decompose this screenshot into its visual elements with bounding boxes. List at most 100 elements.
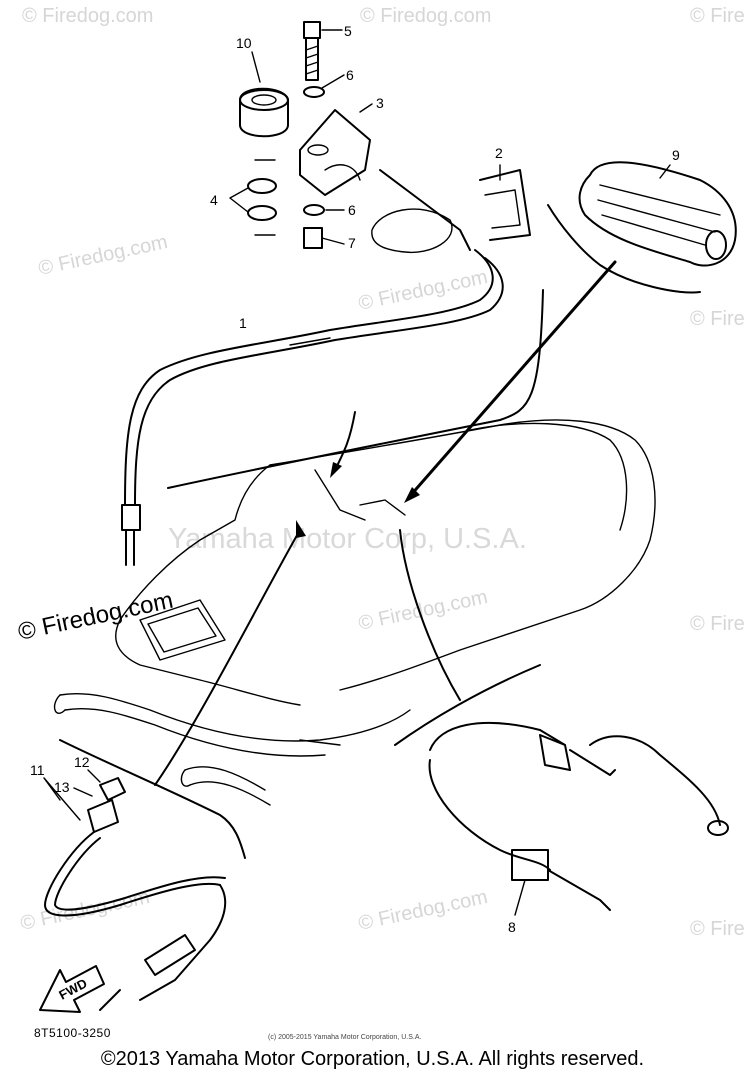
bushing-top: [239, 89, 289, 111]
arrow-grip: [404, 487, 420, 503]
bracket-kill-switch: [59, 739, 246, 859]
throttle-cable-lower: [134, 257, 504, 506]
callout-leader-lines: [43, 29, 671, 916]
callout-10: 10: [236, 35, 252, 51]
callout-2: 2: [495, 145, 503, 161]
watermark-center: Yamaha Motor Corp, U.S.A.: [168, 523, 527, 555]
brake-adjuster: [511, 849, 549, 881]
washer-upper: [303, 86, 325, 98]
footer-copyright: ©2013 Yamaha Motor Corporation, U.S.A. A…: [100, 1048, 645, 1070]
kill-switch-cap: [99, 777, 126, 801]
fwd-arrow-shape: [39, 965, 105, 1013]
grommet-upper: [247, 178, 277, 194]
watermark-site: © Firedog.com: [22, 5, 153, 27]
kill-cable-tail: [139, 884, 227, 1001]
ski-left-tip: [53, 694, 66, 714]
callout-11: 11: [30, 762, 45, 778]
leader-throttle: [334, 411, 356, 471]
watermark-site: © Firedog.com: [18, 886, 151, 935]
kill-switch-assembly: [44, 777, 227, 1011]
watermark-site: © Firedog.com: [356, 266, 489, 315]
callout-9: 9: [672, 147, 680, 163]
leader-grip: [408, 260, 617, 498]
ski-right-lower: [189, 781, 271, 806]
kill-cable-end: [99, 989, 121, 1011]
footrest: [299, 739, 341, 746]
ski-left-lower: [64, 707, 326, 757]
small-copyright: (c) 2005-2015 Yamaha Motor Corporation, …: [268, 1034, 422, 1041]
callout-6b: 6: [348, 202, 356, 218]
grommet-lower: [247, 205, 277, 221]
washer-lower: [303, 204, 325, 216]
grip-ribs: [597, 184, 721, 246]
seat-outline: [269, 419, 656, 691]
leader-kill: [154, 529, 301, 786]
callout-8: 8: [508, 919, 516, 935]
arrow-kill: [296, 520, 306, 538]
brake-lever-tip: [707, 820, 729, 836]
handlebar-right: [359, 499, 406, 516]
housing-hole: [307, 144, 329, 156]
kill-switch-body: [87, 799, 119, 833]
bushing-hole: [251, 94, 277, 106]
watermark-site: © Firedog.com: [690, 308, 745, 330]
bracket-brake: [394, 664, 541, 746]
grommet-brackets: [254, 159, 276, 236]
callouts: 1 2 3 4 5 6 6 7 8 9 10 11 12 13: [30, 23, 680, 935]
bracket-grip: [547, 204, 701, 294]
throttle-housing: [299, 109, 371, 196]
ski-right: [184, 766, 266, 791]
fwd-label: FWD: [56, 976, 89, 1003]
watermark-site: © Firedog.com: [356, 586, 489, 635]
watermark-site: © Firedog.com: [690, 918, 745, 940]
watermark-site: © Firedog.com: [360, 5, 491, 27]
brake-cable-loop: [428, 759, 551, 871]
callout-1: 1: [239, 315, 247, 331]
ski-left: [59, 692, 411, 742]
arrow-throttle: [330, 462, 342, 478]
kill-cable-sleeve: [144, 934, 196, 976]
grip-body: [578, 161, 737, 267]
bolt-shank: [305, 37, 319, 81]
watermark-site: © Firedog.com: [690, 5, 745, 27]
throttle-cable-end: [125, 529, 135, 566]
hood-outline: [115, 464, 301, 706]
kill-cable-lower: [54, 837, 226, 911]
watermark-site: © Firedog.com: [690, 613, 745, 635]
leader-brake: [399, 529, 461, 701]
callout-13: 13: [54, 779, 70, 795]
section-brackets: [59, 204, 701, 859]
seat-inner: [469, 422, 628, 531]
callout-7: 7: [348, 235, 356, 251]
throttle-body: [371, 208, 453, 254]
hood-vent-inner: [147, 607, 217, 653]
snowmobile-body: [53, 419, 656, 806]
brake-cable-end: [569, 749, 616, 776]
ski-right-tip: [180, 769, 191, 787]
clip: [479, 169, 531, 241]
bolt-head: [303, 21, 321, 39]
bushing: [239, 87, 289, 138]
callout-3: 3: [376, 95, 384, 111]
brake-cable-lower: [547, 869, 611, 911]
grip-end: [705, 230, 727, 260]
part-code: 8T5100-3250: [34, 1026, 111, 1040]
brake-lever: [589, 735, 721, 826]
nut: [303, 227, 323, 249]
throttle-cable-adjuster: [279, 329, 331, 346]
throttle-cable: [121, 249, 504, 566]
bolt-thread: [305, 45, 319, 75]
fwd-arrow-icon: FWD: [39, 965, 105, 1013]
callout-leaders: [43, 29, 671, 916]
clip-inner: [484, 189, 521, 229]
throttle-cable-ferrule: [121, 504, 141, 531]
leader-lines: [154, 260, 617, 786]
brake-assembly: [428, 721, 729, 911]
callout-4: 4: [210, 192, 218, 208]
callout-5: 5: [344, 23, 352, 39]
housing-lever: [324, 164, 361, 181]
brake-cable-top: [429, 721, 566, 751]
bracket-throttle: [167, 289, 544, 489]
kill-cable-upper: [44, 831, 221, 917]
